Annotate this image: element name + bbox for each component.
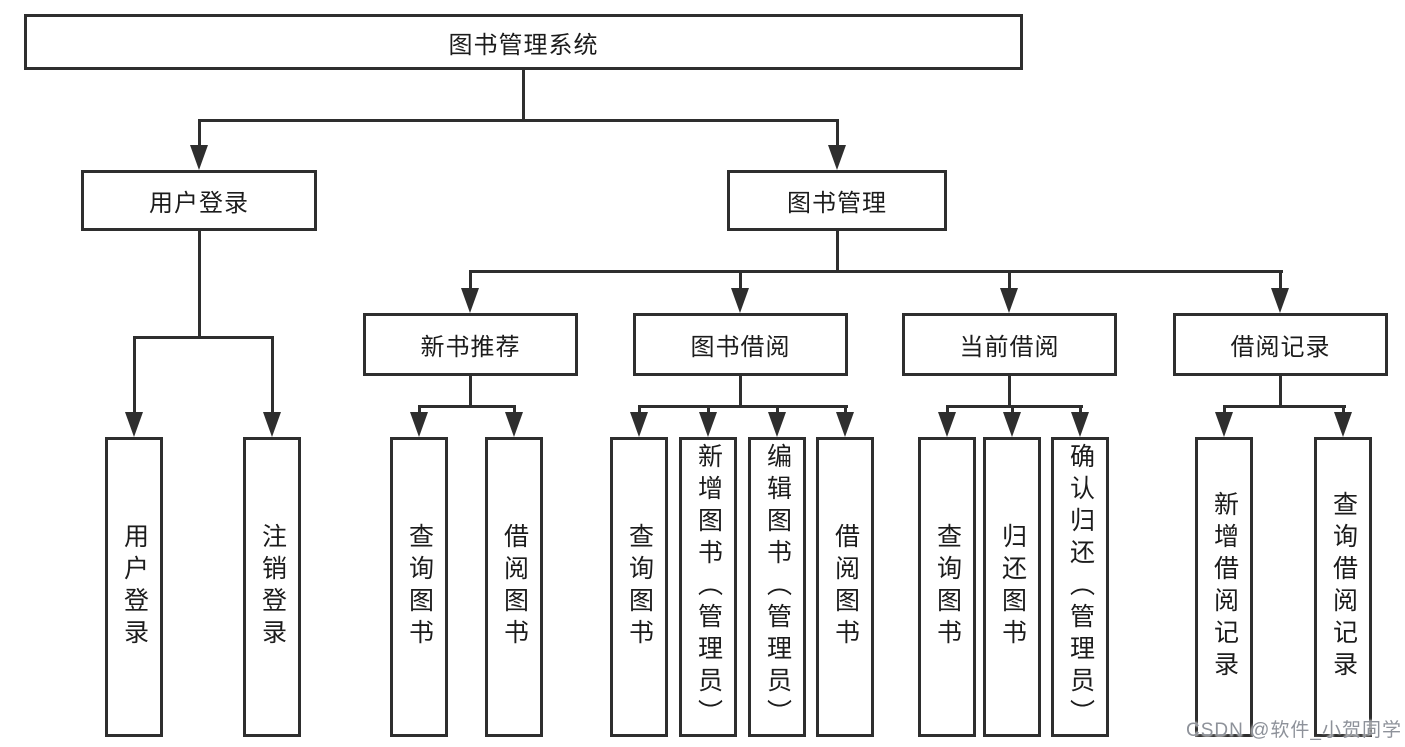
node-label: 查询图书 bbox=[933, 523, 962, 651]
connector-line bbox=[270, 336, 274, 414]
connector-line bbox=[1341, 405, 1345, 417]
connector-line bbox=[1010, 405, 1014, 417]
node-bb-add-books: 新增图书（管理员） bbox=[679, 437, 737, 737]
connector-line bbox=[1278, 376, 1282, 408]
node-label: 编辑图书（管理员） bbox=[763, 443, 792, 731]
arrowhead-down-icon bbox=[125, 412, 143, 437]
connector-line bbox=[945, 405, 949, 417]
node-label: 图书借阅 bbox=[690, 334, 791, 361]
node-bb-borrow-books: 借阅图书 bbox=[816, 437, 874, 737]
node-label: 借阅记录 bbox=[1230, 334, 1331, 361]
arrowhead-down-icon bbox=[828, 145, 846, 170]
arrowhead-down-icon bbox=[505, 412, 523, 437]
connector-line bbox=[637, 405, 848, 408]
node-label: 确认归还（管理员） bbox=[1066, 443, 1095, 731]
node-label: 新增借阅记录 bbox=[1210, 491, 1239, 683]
arrowhead-down-icon bbox=[1071, 412, 1089, 437]
connector-line bbox=[468, 270, 472, 292]
connector-line bbox=[197, 119, 839, 122]
arrowhead-down-icon bbox=[263, 412, 281, 437]
node-cb-confirm-return: 确认归还（管理员） bbox=[1051, 437, 1109, 737]
node-new-book-rec: 新书推荐 bbox=[363, 313, 578, 376]
node-borrow-records: 借阅记录 bbox=[1173, 313, 1388, 376]
connector-line bbox=[417, 405, 421, 417]
node-label: 借阅图书 bbox=[500, 523, 529, 651]
node-br-add-record: 新增借阅记录 bbox=[1195, 437, 1253, 737]
arrowhead-down-icon bbox=[731, 288, 749, 313]
node-label: 图书管理系统 bbox=[448, 31, 599, 59]
connector-line bbox=[738, 270, 742, 292]
connector-line bbox=[637, 405, 641, 417]
node-label: 查询借阅记录 bbox=[1329, 491, 1358, 683]
node-label: 新增图书（管理员） bbox=[694, 443, 723, 731]
connector-line bbox=[945, 405, 1083, 408]
node-label: 注销登录 bbox=[258, 523, 287, 651]
arrowhead-down-icon bbox=[938, 412, 956, 437]
node-label: 借阅图书 bbox=[831, 523, 860, 651]
arrowhead-down-icon bbox=[1003, 412, 1021, 437]
node-ul-user-login: 用户登录 bbox=[105, 437, 163, 737]
node-label: 图书管理 bbox=[787, 190, 887, 217]
connector-line bbox=[468, 376, 472, 408]
connector-line bbox=[1078, 405, 1082, 417]
connector-line bbox=[417, 405, 516, 408]
connector-line bbox=[835, 231, 839, 273]
node-cb-query-books: 查询图书 bbox=[918, 437, 976, 737]
connector-line bbox=[1222, 405, 1346, 408]
node-nb-query-books: 查询图书 bbox=[390, 437, 448, 737]
node-label: 新书推荐 bbox=[420, 334, 521, 361]
node-cb-return-books: 归还图书 bbox=[983, 437, 1041, 737]
connector-line bbox=[1007, 270, 1011, 292]
node-current-borrow: 当前借阅 bbox=[902, 313, 1117, 376]
arrowhead-down-icon bbox=[630, 412, 648, 437]
arrowhead-down-icon bbox=[461, 288, 479, 313]
node-bb-query-books: 查询图书 bbox=[610, 437, 668, 737]
csdn-watermark: CSDN @软件_小贺同学 bbox=[1186, 720, 1402, 741]
node-user-login: 用户登录 bbox=[81, 170, 317, 231]
arrowhead-down-icon bbox=[1215, 412, 1233, 437]
node-root: 图书管理系统 bbox=[24, 14, 1023, 70]
connector-line bbox=[1007, 376, 1011, 408]
node-book-mgmt: 图书管理 bbox=[727, 170, 947, 231]
arrowhead-down-icon bbox=[1000, 288, 1018, 313]
connector-line bbox=[521, 70, 525, 122]
arrowhead-down-icon bbox=[768, 412, 786, 437]
arrowhead-down-icon bbox=[410, 412, 428, 437]
node-bb-edit-books: 编辑图书（管理员） bbox=[748, 437, 806, 737]
connector-line bbox=[468, 270, 1283, 273]
connector-line bbox=[197, 119, 201, 150]
connector-line bbox=[1278, 270, 1282, 292]
connector-line bbox=[512, 405, 516, 417]
connector-line bbox=[132, 336, 274, 339]
node-nb-borrow-books: 借阅图书 bbox=[485, 437, 543, 737]
connector-line bbox=[775, 405, 779, 417]
node-label: 归还图书 bbox=[998, 523, 1027, 651]
node-label: 当前借阅 bbox=[959, 334, 1060, 361]
arrowhead-down-icon bbox=[190, 145, 208, 170]
connector-line bbox=[132, 336, 136, 414]
connector-line bbox=[843, 405, 847, 417]
node-label: 用户登录 bbox=[120, 523, 149, 651]
arrowhead-down-icon bbox=[1334, 412, 1352, 437]
arrowhead-down-icon bbox=[699, 412, 717, 437]
node-br-query-record: 查询借阅记录 bbox=[1314, 437, 1372, 737]
arrowhead-down-icon bbox=[1271, 288, 1289, 313]
connector-line bbox=[1222, 405, 1226, 417]
connector-line bbox=[706, 405, 710, 417]
connector-line bbox=[835, 119, 839, 150]
node-ul-logout: 注销登录 bbox=[243, 437, 301, 737]
node-label: 查询图书 bbox=[405, 523, 434, 651]
arrowhead-down-icon bbox=[836, 412, 854, 437]
connector-line bbox=[738, 376, 742, 408]
connector-line bbox=[197, 231, 201, 339]
node-label: 用户登录 bbox=[149, 190, 249, 217]
node-book-borrow: 图书借阅 bbox=[633, 313, 848, 376]
node-label: 查询图书 bbox=[625, 523, 654, 651]
